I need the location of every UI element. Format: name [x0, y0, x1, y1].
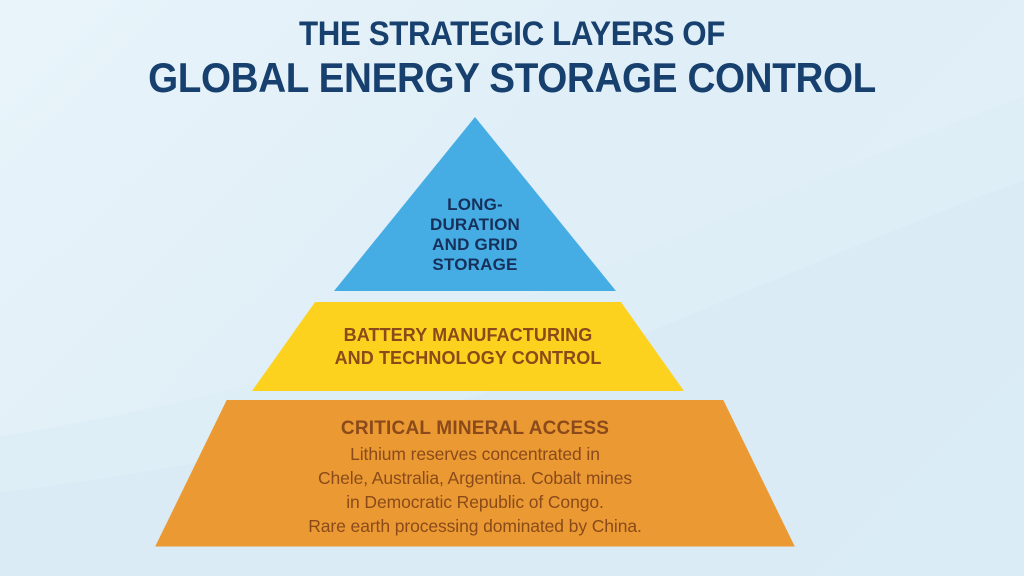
- tier-top-title-line-2: DURATION: [429, 214, 521, 234]
- pyramid-tier-battery-manufacturing-and-technology-control[interactable]: BATTERY MANUFACTURING AND TECHNOLOGY CON…: [252, 302, 684, 391]
- page-title: THE STRATEGIC LAYERS OF GLOBAL ENERGY ST…: [0, 16, 1024, 100]
- tier-top-title-line-1: LONG-: [447, 194, 503, 214]
- tier-bottom-body-line-2: Chele, Australia, Argentina. Cobalt mine…: [318, 467, 632, 488]
- title-line-2: GLOBAL ENERGY STORAGE CONTROL: [148, 53, 876, 101]
- tier-bottom-body-line-4: Rare earth processing dominated by China…: [308, 515, 642, 536]
- tier-top-title-line-4: STORAGE: [432, 255, 518, 275]
- tier-middle-title-line-2: AND TECHNOLOGY CONTROL: [334, 347, 602, 368]
- tier-bottom-body-line-3: in Democratic Republic of Congo.: [346, 491, 604, 512]
- tier-middle-title-line-1: BATTERY MANUFACTURING: [343, 324, 593, 345]
- pyramid-tier-critical-mineral-access[interactable]: CRITICAL MINERAL ACCESS Lithium reserves…: [155, 400, 795, 547]
- tier-bottom-content: CRITICAL MINERAL ACCESS Lithium reserves…: [195, 400, 755, 539]
- title-line-1: THE STRATEGIC LAYERS OF: [298, 15, 726, 53]
- tier-top-title-line-3: AND GRID: [432, 235, 518, 254]
- tier-bottom-title: CRITICAL MINERAL ACCESS: [340, 418, 610, 439]
- tier-bottom-body-line-1: Lithium reserves concentrated in: [350, 444, 600, 464]
- tier-middle-title: BATTERY MANUFACTURING AND TECHNOLOGY CON…: [298, 324, 638, 369]
- pyramid-tier-long-duration-and-grid-storage[interactable]: LONG- DURATION AND GRID STORAGE: [334, 117, 616, 291]
- tier-middle-content: BATTERY MANUFACTURING AND TECHNOLOGY CON…: [298, 324, 638, 369]
- tier-top-title: LONG- DURATION AND GRID STORAGE: [380, 195, 570, 275]
- tier-top-content: LONG- DURATION AND GRID STORAGE: [380, 133, 570, 275]
